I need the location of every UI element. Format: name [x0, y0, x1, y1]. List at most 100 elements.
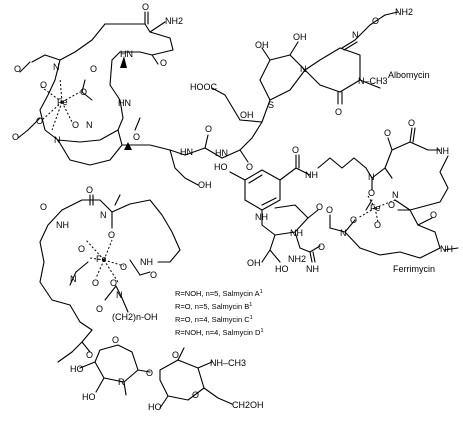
hn-atom: HN	[215, 148, 228, 158]
nh-atom: NH	[305, 170, 318, 180]
nh-atom: NH	[290, 228, 303, 238]
albomycin-atoms: Fe N O O N O O N O O O HN HN O O NH2 O H…	[12, 2, 430, 190]
oh-atom: OH	[240, 110, 254, 120]
n-atom: N	[70, 274, 77, 284]
n-atom: N	[116, 290, 123, 300]
o-atom: O	[14, 64, 21, 74]
n-atom: N	[100, 210, 107, 220]
o-atom: O	[326, 205, 333, 215]
o-atom: O	[205, 124, 212, 134]
legend-line-c: R=O, n=4, Salmycin C1	[175, 315, 253, 324]
ch2oh-atom: CH2OH	[232, 400, 264, 410]
n-atom: N	[340, 228, 347, 238]
albomycin-structure	[17, 11, 399, 186]
o-atom: O	[112, 335, 119, 345]
n-atom: N	[368, 172, 375, 182]
o-atom: O	[150, 270, 157, 280]
oh-atom: OH	[247, 258, 261, 268]
cooh-atom: HOOC	[190, 82, 218, 92]
nh-atom: NH	[56, 220, 69, 230]
o-atom: O	[142, 2, 149, 12]
o-atom: O	[172, 350, 179, 360]
n-atom: N	[53, 62, 60, 72]
o-atom: O	[146, 368, 153, 378]
o-atom: O	[388, 200, 395, 210]
o-atom: O	[86, 185, 93, 195]
o-atom: O	[335, 107, 342, 117]
oh-atom: OH	[198, 180, 212, 190]
fe-atom-albomycin: Fe	[57, 97, 68, 107]
s-atom: S	[268, 100, 274, 110]
o-atom: O	[78, 244, 85, 254]
salmycin-atoms: O NH O N O O Fe O O O N NH O N (CH2)n-OH…	[40, 185, 264, 412]
hn-atom: HN	[180, 147, 193, 157]
salmycin-structure	[39, 194, 233, 409]
o-atom: O	[160, 58, 167, 68]
fe-atom-ferrimycin: Fe	[370, 203, 381, 213]
nh-atom: NH	[436, 146, 449, 156]
o-atom: O	[408, 118, 415, 128]
o-atom: O	[192, 390, 199, 400]
o-atom: O	[36, 116, 43, 126]
nh2-atom: NH2	[288, 254, 306, 264]
o-atom: O	[374, 220, 381, 230]
ferrimycin-atoms: HO O NH N O O NH O Fe O N O O N O O NH N…	[214, 118, 453, 274]
n-atom: N	[86, 120, 93, 130]
o-atom: O	[12, 132, 19, 142]
o-atom: O	[384, 128, 391, 138]
o-atom: O	[318, 242, 325, 252]
fe-atom-salmycin: Fe	[96, 254, 107, 264]
legend-line-a: R=NOH, n=5, Salmycin A1	[175, 289, 263, 298]
nch3-atom: N–CH3	[358, 76, 388, 86]
o-atom: O	[246, 162, 253, 172]
n-atom: N	[54, 135, 61, 145]
ureido-n-atom: N	[352, 30, 359, 40]
o-atom: O	[372, 16, 379, 26]
o-atom: O	[316, 202, 323, 212]
o-atom: O	[430, 210, 437, 220]
o-atom: O	[40, 80, 47, 90]
oh-atom: OH	[255, 40, 269, 50]
ho-atom: HO	[214, 162, 228, 172]
chain-atom: (CH2)n-OH	[112, 312, 158, 322]
o-atom: O	[40, 202, 47, 212]
nh2-atom: NH2	[165, 16, 183, 26]
ho-atom: HO	[82, 392, 96, 402]
albomycin-name: Albomycin	[388, 70, 430, 80]
o-atom: O	[72, 120, 79, 130]
nh-atom: NH	[140, 257, 153, 267]
o-atom: O	[133, 132, 140, 142]
o-atom: O	[292, 145, 299, 155]
salmycin-legend: R=NOH, n=5, Salmycin A1 R=O, n=5, Salmyc…	[175, 289, 264, 337]
o-atom: O	[90, 64, 97, 74]
o-atom: O	[110, 278, 117, 288]
nh-atom: NH	[255, 212, 268, 222]
legend-line-d: R=NOH, n=4, Salmycin D1	[175, 328, 264, 337]
oh-atom: OH	[293, 32, 307, 42]
legend-line-b: R=O, n=5, Salmycin B1	[175, 302, 252, 311]
hn-atom: HN	[120, 49, 133, 59]
nh-atom: NH	[440, 244, 453, 254]
ferrimycin-name: Ferrimycin	[393, 264, 435, 274]
o-atom: O	[92, 278, 99, 288]
o-atom: O	[350, 215, 357, 225]
r-atom: R	[118, 377, 125, 387]
o-atom: O	[96, 304, 103, 314]
oh-atom: HO	[275, 264, 289, 274]
hn-atom: HN	[118, 98, 131, 108]
o-atom: O	[80, 87, 87, 97]
o-atom: O	[86, 350, 93, 360]
o-atom: O	[108, 230, 115, 240]
ureido-nh2-atom: NH2	[395, 7, 413, 17]
o-atom: O	[368, 188, 375, 198]
o-atom: O	[120, 262, 127, 272]
nhch3-atom: NH–CH3	[210, 358, 246, 368]
nh-atom: NH	[306, 264, 319, 274]
ho-atom: HO	[70, 364, 84, 374]
n-atom: N	[392, 190, 399, 200]
ferrimycin-structure	[229, 127, 459, 263]
ho-atom: HO	[148, 402, 162, 412]
n-atom: N	[300, 64, 307, 74]
